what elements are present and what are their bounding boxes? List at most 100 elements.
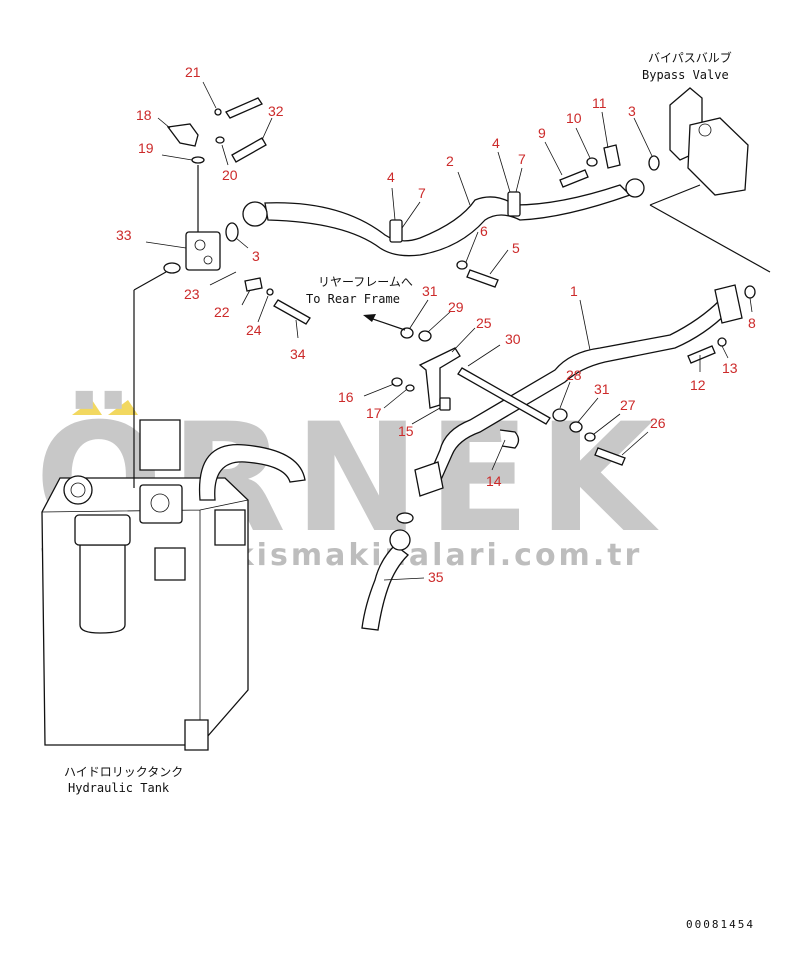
callout-7-right: 7 <box>518 151 526 167</box>
callout-29: 29 <box>448 299 464 315</box>
callout-24: 24 <box>246 322 262 338</box>
hose-2-end-left <box>242 201 268 227</box>
clamp-11 <box>603 144 621 169</box>
leader-oring-tank <box>133 271 167 291</box>
callout-1: 1 <box>570 283 578 299</box>
leader-26 <box>621 431 649 456</box>
washer-31-bottom <box>569 421 583 433</box>
leader-8 <box>749 297 753 313</box>
fitting-22 <box>244 277 263 292</box>
manifold-port-2 <box>203 255 213 265</box>
leader-19 <box>161 154 193 161</box>
leader-13 <box>721 345 729 359</box>
callout-20: 20 <box>222 167 238 183</box>
leader-6 <box>465 231 479 263</box>
oring-3-right <box>648 155 660 171</box>
bolt-30 <box>457 367 551 425</box>
washer-13 <box>717 337 727 347</box>
bypass-valve-label-jp: バイパスバルブ <box>648 50 732 65</box>
washer-17 <box>405 384 415 392</box>
oring-19 <box>191 156 205 164</box>
leader-5 <box>489 249 509 275</box>
rear-frame-arrow-head <box>363 314 376 322</box>
washer-10 <box>586 157 598 167</box>
leader-3-right <box>633 117 653 157</box>
hydraulic-tank <box>41 419 306 751</box>
callout-18: 18 <box>136 107 152 123</box>
hose-35-body <box>361 544 409 631</box>
callout-7-left: 7 <box>418 185 426 201</box>
callout-21: 21 <box>185 64 201 80</box>
callout-33: 33 <box>116 227 132 243</box>
watermark-accent-right <box>108 400 138 415</box>
bolt-5 <box>466 269 499 288</box>
leader-35 <box>383 577 425 581</box>
washer-29 <box>418 330 432 342</box>
tank-filter-canister <box>79 544 126 634</box>
leader-11 <box>601 111 609 149</box>
clamp-4-left <box>389 219 403 243</box>
leader-20 <box>221 144 229 166</box>
manifold-block <box>185 231 221 271</box>
leader-lines <box>145 81 753 581</box>
callout-5: 5 <box>512 240 520 256</box>
leader-28 <box>559 381 571 409</box>
bypass-valve-label-en: Bypass Valve <box>642 68 729 82</box>
callout-28: 28 <box>566 367 582 383</box>
callout-4-right: 4 <box>492 135 500 151</box>
bolt-34 <box>273 299 311 325</box>
leader-27 <box>593 413 621 435</box>
rear-frame-label-en: To Rear Frame <box>306 292 400 306</box>
tank-bracket-bottom <box>184 719 209 751</box>
rear-frame-arrow-line <box>369 317 406 331</box>
callout-23: 23 <box>184 286 200 302</box>
bypass-valve-port <box>698 123 712 137</box>
callout-30: 30 <box>505 331 521 347</box>
washer-28 <box>552 408 568 422</box>
document-number: 00081454 <box>686 918 755 931</box>
oring-24 <box>266 288 274 296</box>
bolt-26 <box>594 447 626 466</box>
callout-31-bottom: 31 <box>594 381 610 397</box>
callouts: 21 32 18 19 20 33 3 23 22 24 34 4 7 2 4 … <box>116 64 756 585</box>
oring-20 <box>215 136 225 144</box>
washer-6 <box>456 260 468 270</box>
clamp-4-right <box>507 191 521 217</box>
leader-33 <box>145 241 187 249</box>
callout-3-left: 3 <box>252 248 260 264</box>
callout-3-right: 3 <box>628 103 636 119</box>
hydraulic-tank-label-jp: ハイドロリックタンク <box>64 765 183 779</box>
leader-4-left <box>391 187 396 221</box>
leader-10 <box>575 127 591 159</box>
leader-18 <box>157 117 171 129</box>
tank-filter-head <box>74 514 131 546</box>
leader-32 <box>261 117 273 141</box>
callout-14: 14 <box>486 473 502 489</box>
tank-top-flange-port <box>150 493 170 513</box>
tank-filler-cap <box>63 475 93 505</box>
bolt-32 <box>231 137 267 163</box>
hose-2-body <box>264 184 632 257</box>
callout-22: 22 <box>214 304 230 320</box>
rear-frame-arrow <box>363 314 406 331</box>
leader-25 <box>451 327 476 353</box>
leader-31-top <box>409 299 429 329</box>
leader-7-left <box>401 201 421 229</box>
callout-4-left: 4 <box>387 169 395 185</box>
callout-9: 9 <box>538 125 546 141</box>
tank-bracket-side <box>214 509 246 546</box>
leader-29 <box>427 311 451 333</box>
text-labels: バイパスバルブ Bypass Valve リヤーフレームへ To Rear Fr… <box>64 50 755 931</box>
tank-filler-cap-inner <box>70 482 86 498</box>
leader-23 <box>209 271 237 286</box>
leader-1 <box>579 299 591 351</box>
bypass-valve-body <box>687 117 749 196</box>
callout-12: 12 <box>690 377 706 393</box>
hose-35 <box>361 529 411 631</box>
oring-8 <box>744 285 756 299</box>
leader-16 <box>363 383 395 397</box>
leader-2 <box>457 171 471 206</box>
bracket-cluster <box>391 260 626 466</box>
callout-15: 15 <box>398 423 414 439</box>
washer-27 <box>584 432 596 442</box>
